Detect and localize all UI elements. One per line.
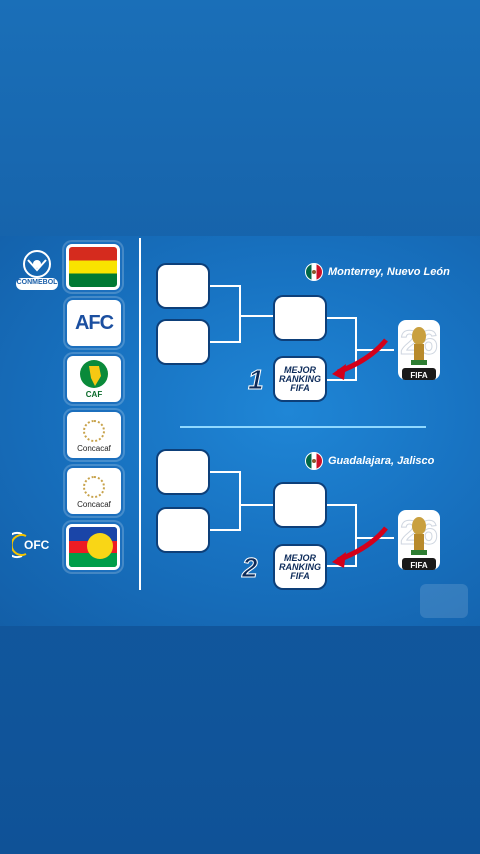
mexico-flag-icon <box>305 263 323 281</box>
afc-label: AFC <box>74 311 114 334</box>
bracket2-mejor-ranking-slot[interactable]: MEJOR RANKING FIFA <box>275 546 325 588</box>
trophy-icon: 26 <box>398 320 440 380</box>
venue-label: Monterrey, Nuevo León <box>328 266 450 278</box>
bracket1-slot-2[interactable] <box>158 321 208 363</box>
ranking-line: RANKING <box>279 561 321 572</box>
conmebol-label: CONMEBOL <box>16 279 58 286</box>
world-cup-2026-trophy-1: 26 FIFA <box>396 316 442 384</box>
mejor-line: MEJOR <box>283 552 316 563</box>
team-bolivia-flag[interactable] <box>66 244 120 290</box>
mexico-flag-icon <box>305 452 323 470</box>
concacaf-label-1: Concacaf <box>77 444 111 453</box>
fifa-label: FIFA <box>410 561 428 570</box>
team-caf[interactable]: CAF <box>67 356 121 402</box>
ranking-line: RANKING <box>279 373 321 384</box>
caf-label: CAF <box>85 390 103 399</box>
bracket2-semifinal-slot[interactable] <box>275 484 325 526</box>
ofc-label: OFC <box>24 538 50 552</box>
divider-vertical <box>139 238 141 590</box>
bracket1-mejor-ranking-slot[interactable]: MEJOR RANKING FIFA <box>275 358 325 400</box>
concacaf-ring-icon <box>83 476 105 498</box>
team-new-caledonia-flag[interactable] <box>66 524 120 570</box>
bracket2-slot-2[interactable] <box>158 509 208 551</box>
bracket1-slot-1[interactable] <box>158 265 208 307</box>
venue-guadalajara: Guadalajara, Jalisco <box>305 452 434 470</box>
concacaf-label-2: Concacaf <box>77 500 111 509</box>
caf-emblem-icon <box>80 360 108 388</box>
team-afc[interactable]: AFC <box>67 300 121 346</box>
bracket1-seed-number: 1 <box>248 364 265 396</box>
trophy-icon: 26 <box>398 510 440 570</box>
team-concacaf-2[interactable]: Concacaf <box>67 468 121 514</box>
fifa-line: FIFA <box>290 570 310 581</box>
watermark-glow <box>420 584 468 618</box>
conmebol-logo: CONMEBOL <box>14 246 60 296</box>
divider-horizontal <box>180 426 426 428</box>
venue-monterrey: Monterrey, Nuevo León <box>305 263 450 281</box>
bracket2-slot-1[interactable] <box>158 451 208 493</box>
concacaf-ring-icon <box>83 420 105 442</box>
venue-label: Guadalajara, Jalisco <box>328 455 435 467</box>
bracket1-semifinal-slot[interactable] <box>275 297 325 339</box>
fifa-line: FIFA <box>290 382 310 393</box>
bracket2-seed-number: 2 <box>242 552 259 584</box>
fifa-label: FIFA <box>410 371 428 380</box>
team-concacaf-1[interactable]: Concacaf <box>67 412 121 458</box>
world-cup-2026-trophy-2: 26 FIFA <box>396 506 442 574</box>
mejor-line: MEJOR <box>283 364 316 375</box>
flag-emblem-icon <box>87 533 113 559</box>
